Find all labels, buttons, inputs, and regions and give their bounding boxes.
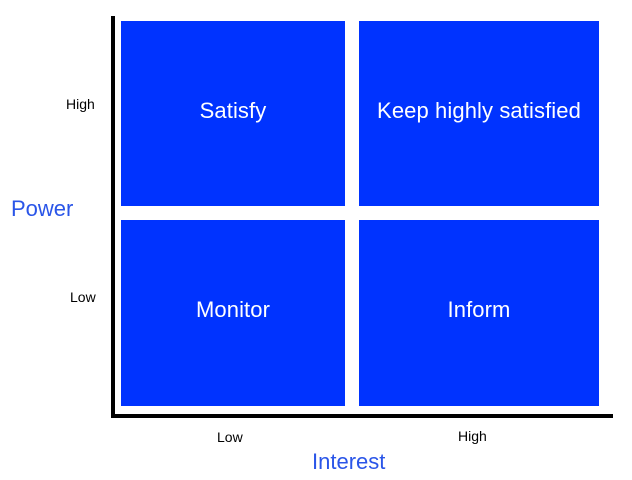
y-tick-low: Low [70,289,96,305]
x-tick-low: Low [217,429,243,445]
y-tick-high: High [66,96,95,112]
quadrant-monitor: Monitor [121,220,345,406]
y-axis-title: Power [11,196,74,221]
quadrant-label-inform: Inform [447,297,511,322]
quadrant-satisfy: Satisfy [121,21,345,206]
quadrant-label-keep-highly-satisfied: Keep highly satisfied [377,98,581,123]
quadrant-label-monitor: Monitor [195,297,271,322]
x-axis-line [111,414,613,418]
y-axis-line [111,16,115,418]
quadrant-inform: Inform [359,220,599,406]
x-tick-high: High [458,428,487,444]
quadrant-keep-highly-satisfied: Keep highly satisfied [359,21,599,206]
quadrant-label-satisfy: Satisfy [199,98,267,123]
x-axis-title: Interest [312,449,386,474]
